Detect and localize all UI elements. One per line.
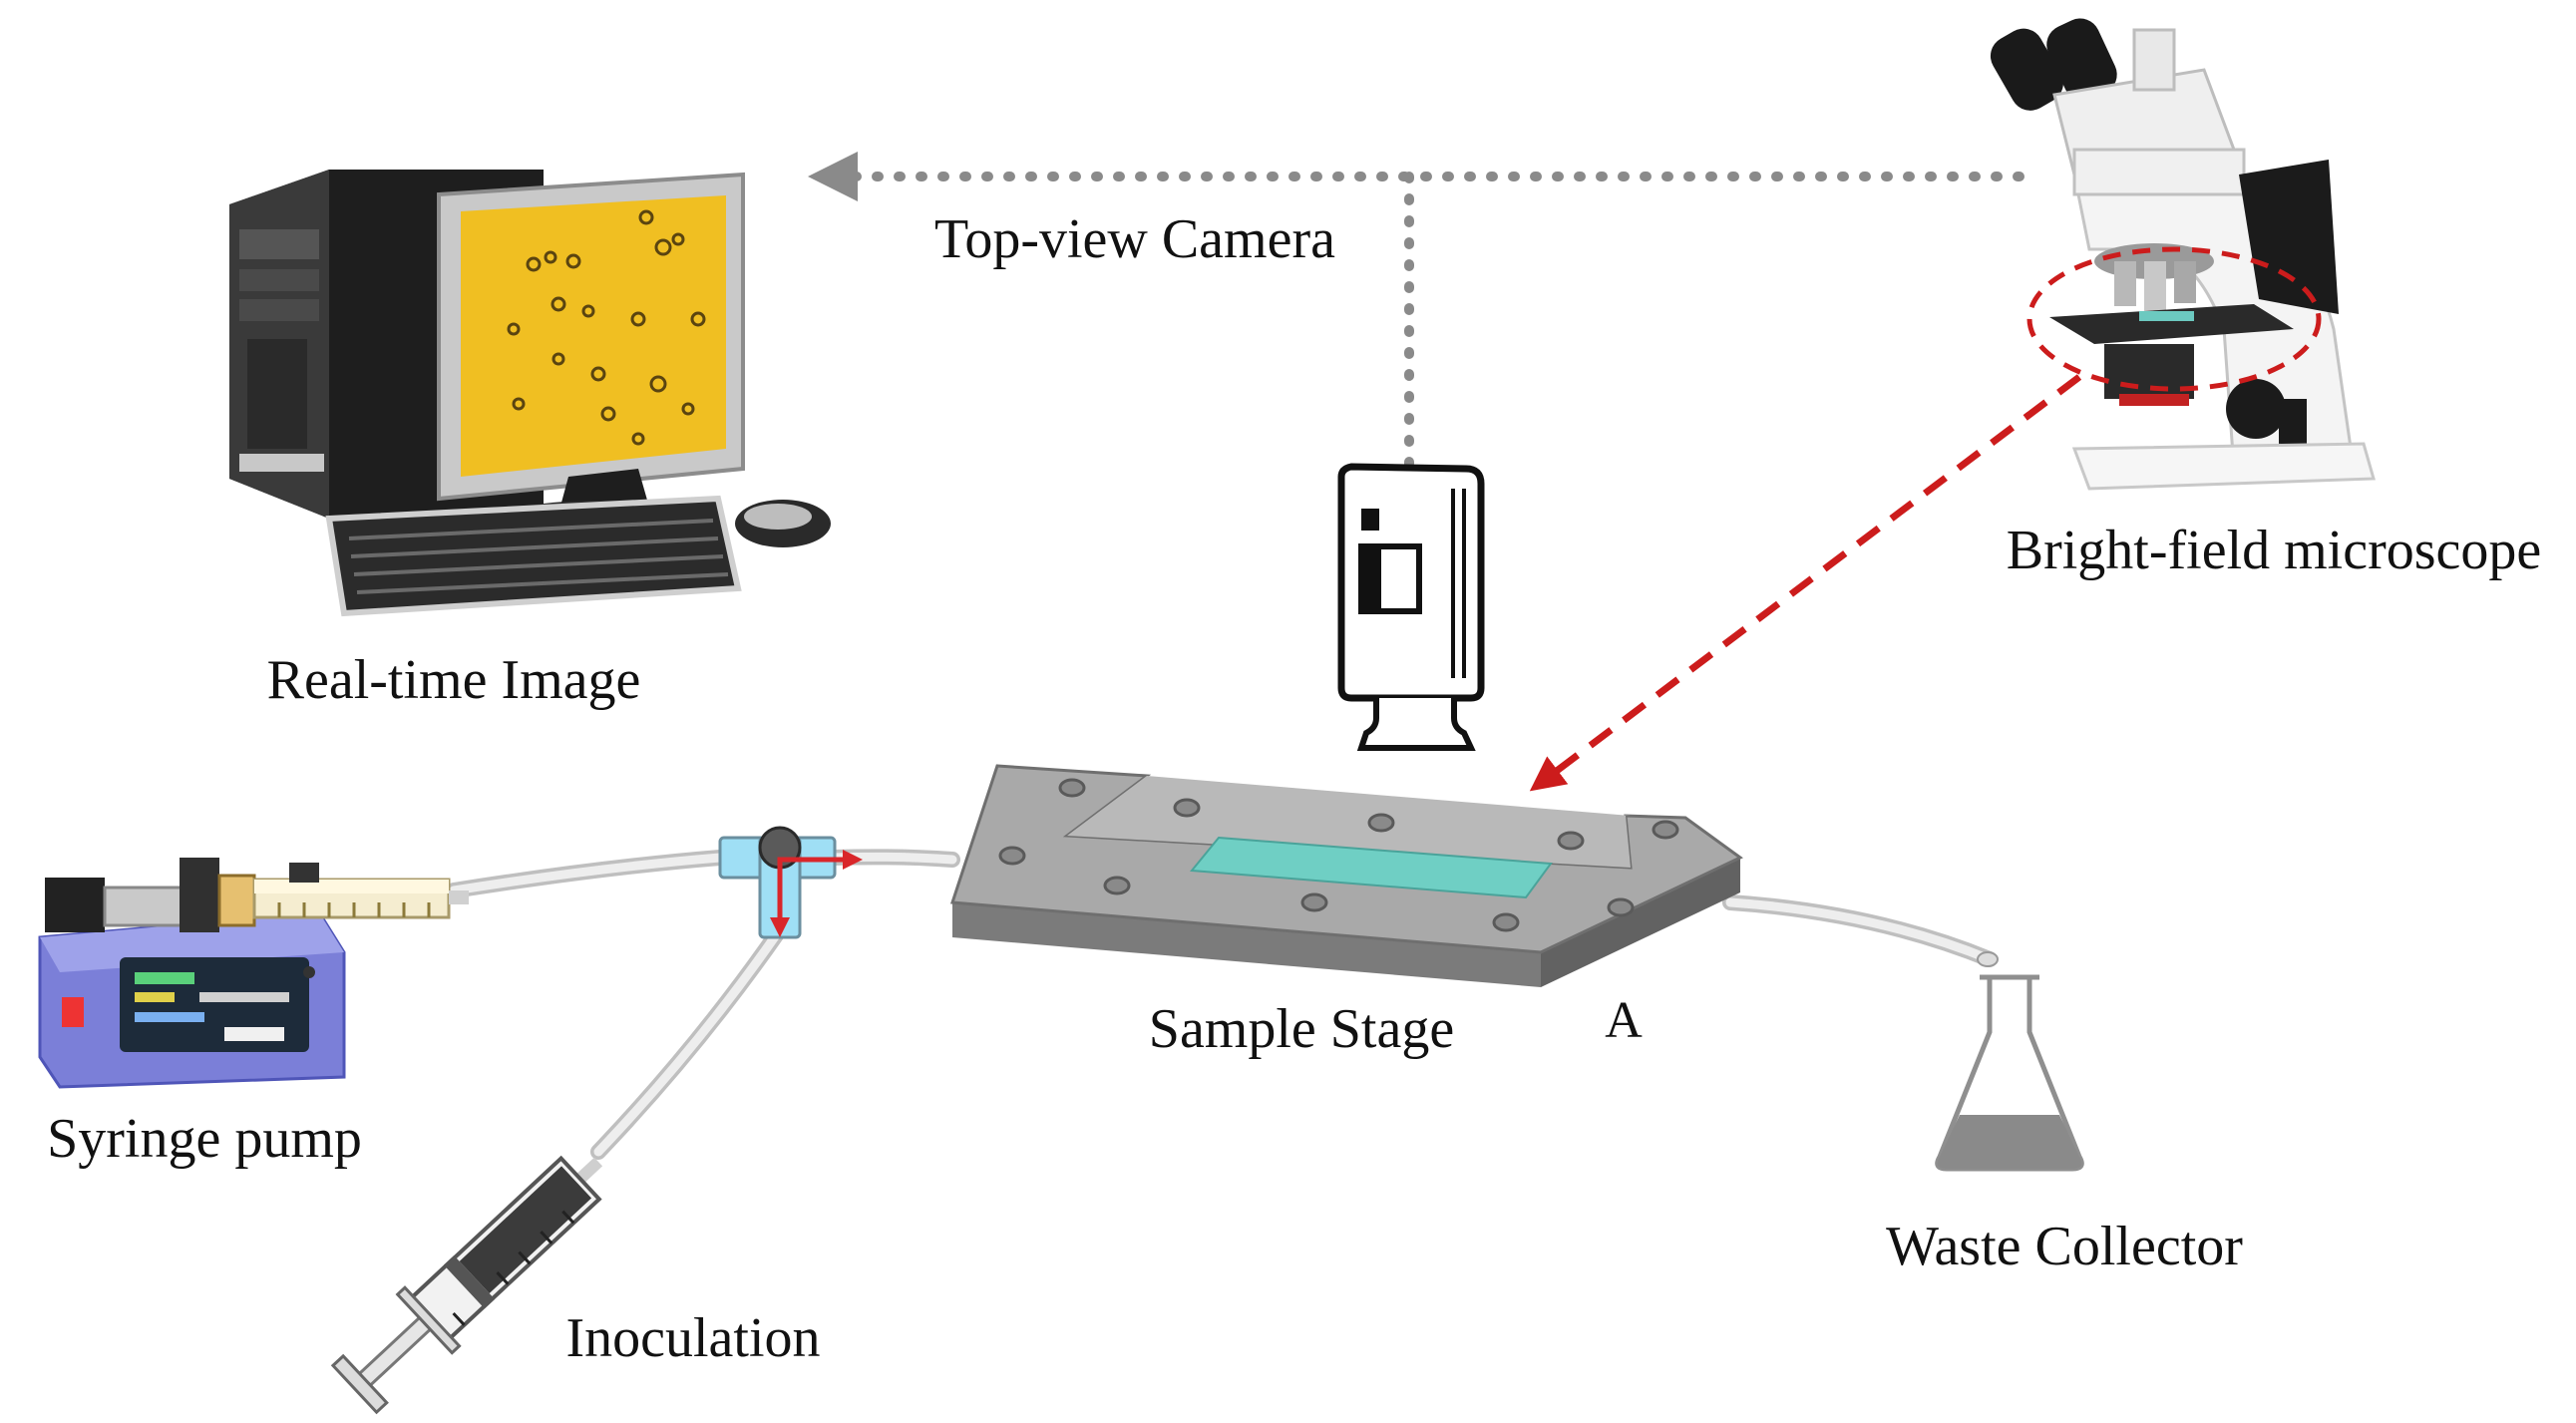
cell-dots — [507, 209, 706, 446]
waste-label: Waste Collector — [1886, 1216, 2243, 1277]
three-way-valve-icon — [718, 826, 863, 939]
microscope-label: Bright-field microscope — [2007, 520, 2542, 581]
erlenmeyer-flask-icon — [1935, 974, 2084, 1172]
syringe-icon — [330, 1155, 603, 1415]
desktop-computer-icon — [229, 170, 831, 617]
camera-label: Top-view Camera — [934, 208, 1335, 270]
inoculation-label: Inoculation — [565, 1307, 820, 1369]
stage-screws — [998, 778, 1679, 932]
tubing — [446, 849, 1999, 1160]
pump-label: Syringe pump — [47, 1108, 362, 1170]
microscope-link-arrow — [1529, 374, 2082, 792]
computer-label: Real-time Image — [267, 649, 641, 711]
microscope-icon — [1990, 18, 2376, 491]
sample-stage — [949, 764, 1743, 987]
syringe-pump-icon — [38, 858, 469, 1089]
stage-label: Sample Stage — [1149, 998, 1454, 1060]
camera-icon — [1337, 463, 1485, 751]
panel-letter: A — [1605, 992, 1643, 1049]
microscope-stage-highlight — [2026, 246, 2322, 392]
camera-signal-line — [808, 152, 2024, 469]
